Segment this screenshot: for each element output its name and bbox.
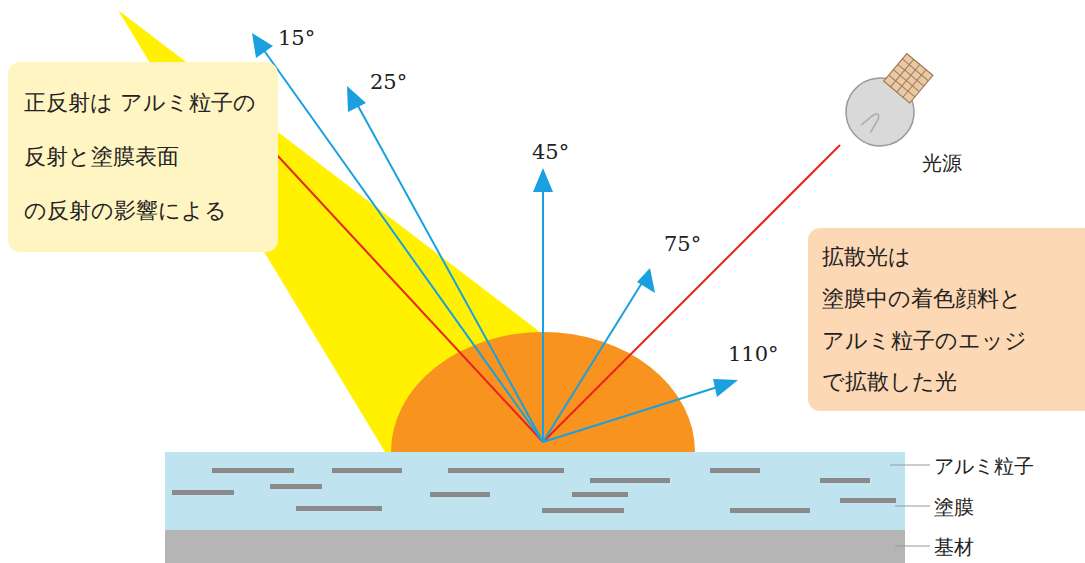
incident-ray (543, 145, 840, 442)
coating-layer (165, 452, 905, 530)
aluminium-particle (730, 508, 810, 513)
angle-label: 110° (728, 342, 779, 366)
aluminium-particle (840, 498, 896, 503)
part-label: 塗膜 (934, 494, 974, 521)
light-bulb (832, 43, 946, 160)
aluminium-particle (270, 484, 322, 489)
aluminium-particle (820, 478, 870, 483)
callout-box: 拡散光は 塗膜中の着色顔料と アルミ粒子のエッジ で拡散した光 (808, 228, 1085, 411)
aluminium-particle (542, 508, 624, 513)
leader-lines (890, 465, 930, 546)
substrate (165, 530, 905, 563)
callout-text: 正反射は アルミ粒子の 反射と塗膜表面 の反射の影響による (24, 76, 262, 238)
part-label: アルミ粒子 (934, 453, 1034, 480)
aluminium-particles (172, 468, 896, 513)
angle-label: 15° (278, 26, 315, 50)
aluminium-particle (572, 492, 628, 497)
callout-box: 正反射は アルミ粒子の 反射と塗膜表面 の反射の影響による (8, 62, 278, 252)
aluminium-particle (590, 478, 670, 483)
angle-label: 45° (532, 140, 569, 164)
aluminium-particle (332, 468, 402, 473)
part-label: 基材 (934, 534, 974, 561)
aluminium-particle (296, 506, 382, 511)
aluminium-particle (710, 468, 760, 473)
reflection-rays (258, 42, 724, 442)
ray-arrowheads (252, 33, 738, 397)
light-source-label: 光源 (922, 150, 962, 177)
angle-label: 25° (370, 70, 407, 94)
aluminium-particle (212, 468, 294, 473)
aluminium-particle (430, 492, 490, 497)
aluminium-particle (448, 468, 564, 473)
angle-label: 75° (664, 232, 701, 256)
callout-text: 拡散光は 塗膜中の着色顔料と アルミ粒子のエッジ で拡散した光 (822, 236, 1071, 403)
aluminium-particle (172, 490, 234, 495)
